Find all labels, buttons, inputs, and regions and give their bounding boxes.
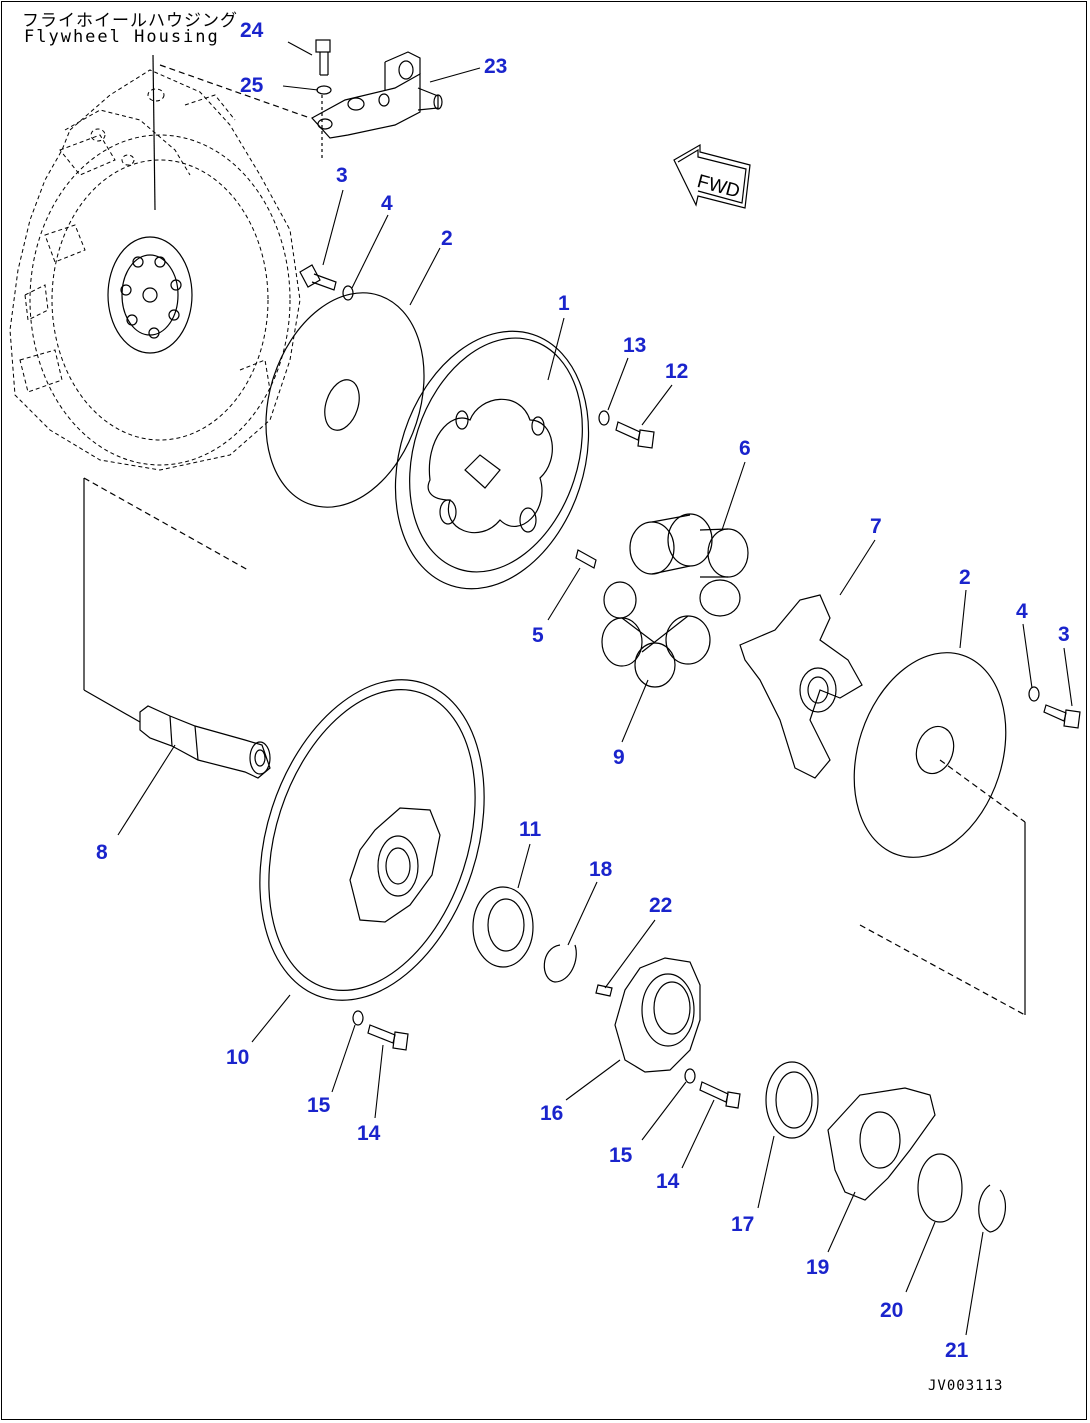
bracket-23-drawing	[311, 51, 443, 139]
pin-5-drawing	[575, 549, 597, 569]
callout-16: 16	[540, 1102, 564, 1125]
bolt-12-drawing	[615, 421, 655, 449]
callout-12: 12	[665, 360, 689, 383]
bolt-24-drawing	[315, 39, 331, 76]
callout-5: 5	[532, 624, 544, 647]
callout-2-left: 2	[441, 227, 453, 250]
cap-20-drawing	[917, 1153, 963, 1223]
rubber-blocks-6-drawing	[629, 513, 749, 617]
fwd-arrow-drawing	[673, 143, 751, 209]
pin-22-drawing	[595, 984, 613, 997]
housing-leader-line	[152, 54, 156, 211]
bolt-3-right-drawing	[1043, 704, 1081, 729]
callout-22: 22	[649, 894, 673, 917]
drawing-code: JV003113	[928, 1378, 1004, 1394]
flywheel-hub-bolts	[107, 236, 193, 354]
callout-6: 6	[739, 437, 751, 460]
callout-7: 7	[870, 515, 882, 538]
bearing-housing-16-drawing	[614, 957, 701, 1073]
callout-2-right: 2	[959, 566, 971, 589]
callout-23: 23	[484, 55, 508, 78]
washer-15-left-drawing	[352, 1010, 364, 1026]
callout-3-top: 3	[336, 164, 348, 187]
callout-24: 24	[240, 19, 264, 42]
callout-14-left: 14	[357, 1122, 381, 1145]
bolt-14-left-drawing	[367, 1024, 409, 1051]
flywheel-plate-10-drawing	[259, 679, 485, 1001]
leader-lines	[117, 41, 1073, 1336]
callout-25: 25	[240, 74, 264, 97]
flywheel-housing-label-en: Flywheel Housing	[24, 27, 220, 47]
snap-ring-21-drawing	[978, 1184, 1007, 1233]
washer-13-drawing	[598, 410, 610, 426]
fwd-label: FWD	[695, 171, 742, 202]
callout-1: 1	[558, 292, 570, 315]
callout-21: 21	[945, 1339, 969, 1362]
spider-7-drawing	[739, 594, 863, 779]
callout-13: 13	[623, 334, 647, 357]
flywheel-housing-label-jp: フライホイールハウジング	[22, 11, 238, 31]
callout-14-right: 14	[656, 1170, 680, 1193]
callout-9: 9	[613, 746, 625, 769]
flywheel-housing-drawing	[9, 69, 301, 471]
washer-15-right-drawing	[684, 1068, 696, 1084]
washer-25-drawing	[316, 85, 332, 95]
callout-4-top: 4	[381, 192, 393, 215]
callout-15-right: 15	[609, 1144, 633, 1167]
callout-8: 8	[96, 841, 108, 864]
snap-ring-18-drawing	[543, 944, 577, 983]
rubber-blocks-9-drawing	[601, 581, 711, 688]
callout-20: 20	[880, 1299, 904, 1322]
washer-4-right-drawing	[1028, 686, 1040, 702]
bolt-3-top-drawing	[299, 264, 337, 291]
callout-3-right: 3	[1058, 623, 1070, 646]
seal-17-drawing	[765, 1061, 819, 1139]
bearing-11-drawing	[472, 886, 534, 968]
callout-4-right: 4	[1016, 600, 1028, 623]
yoke-19-drawing	[827, 1087, 936, 1201]
bolt-14-right-drawing	[699, 1081, 741, 1109]
coupling-plate-1-drawing	[394, 330, 590, 590]
shaft-8-drawing	[139, 705, 271, 779]
callout-18: 18	[589, 858, 613, 881]
gasket-2-left-drawing	[265, 292, 425, 508]
callout-15-left: 15	[307, 1094, 331, 1117]
gasket-2-right-drawing	[853, 652, 1007, 858]
callout-19: 19	[806, 1256, 830, 1279]
callout-11: 11	[519, 818, 542, 841]
callout-17: 17	[731, 1213, 755, 1236]
washer-4-top-drawing	[342, 285, 354, 301]
callout-10: 10	[226, 1046, 250, 1069]
